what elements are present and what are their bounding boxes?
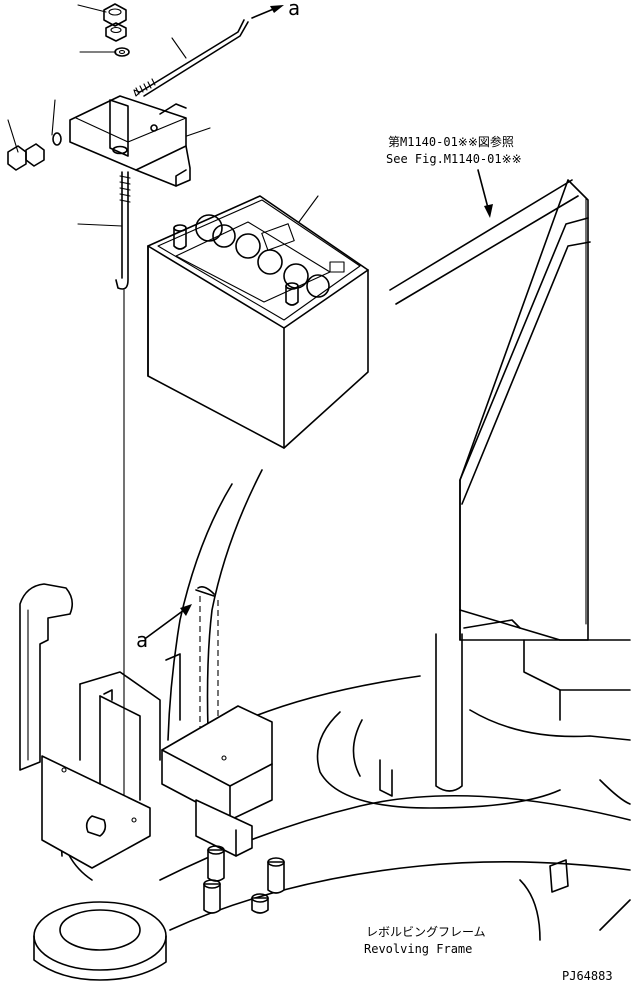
drawing-number: PJ64883 [562,969,613,983]
j-bolt [115,171,131,801]
ref-label-a-top: a [288,0,301,20]
wire-harness [145,469,263,741]
ref-label-a-mid: a [136,628,149,652]
side-cover [389,169,591,641]
frame-label-en: Revolving Frame [364,942,473,956]
see-figure-note-jp: 第M1140-01※※図参照 [388,135,514,149]
top-nut-stack [103,3,130,57]
connector-box [161,653,273,857]
battery [147,195,369,449]
leader-lines [7,4,319,227]
see-figure-note-en: See Fig.M1140-01※※ [386,152,522,166]
left-mount-bracket [19,583,161,869]
frame-label-jp: レボルビングフレーム [366,925,486,939]
battery-hold-bracket [7,95,191,187]
long-bolt [133,5,284,97]
spacer-collars [203,845,285,914]
